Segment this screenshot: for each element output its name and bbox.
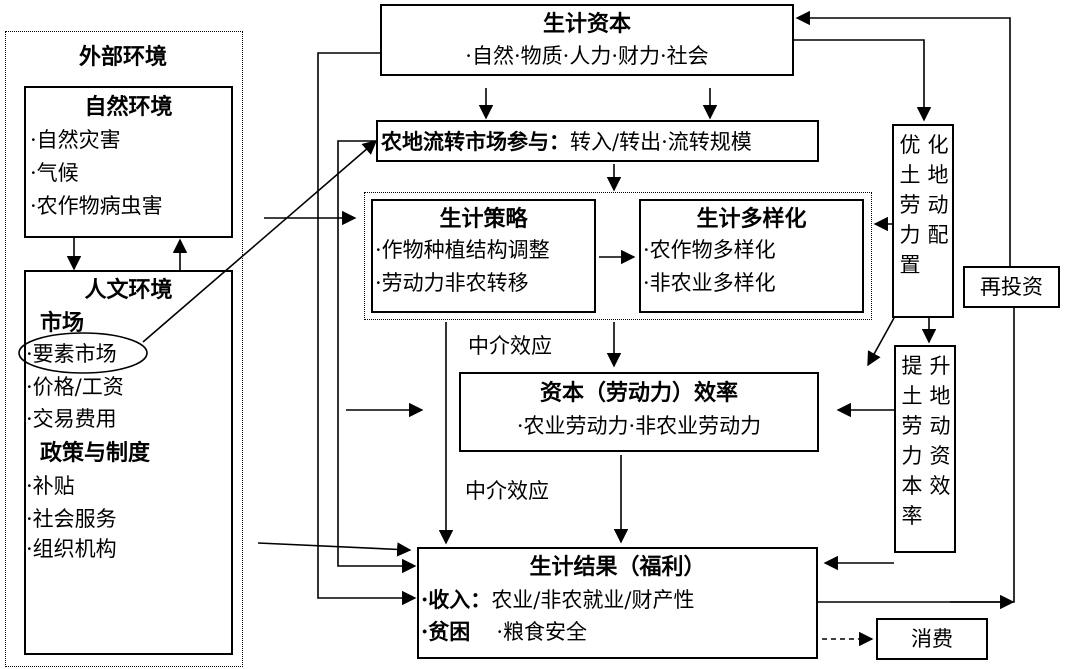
- optimize-to-efficiency-arrow: [867, 317, 895, 367]
- optimize-col-2: 化地动配: [927, 133, 949, 247]
- improve-col-1: 提土劳力本率: [901, 354, 923, 528]
- external-environment-title: 外部环境: [79, 44, 168, 70]
- reinvest-box: 再投资: [963, 266, 1060, 308]
- livelihood-diversification-title: 生计多样化: [696, 206, 807, 232]
- human-environment-box: 人文环境 市场 ·要素市场 ·价格/工资 ·交易费用 政策与制度 ·补贴 ·社会…: [24, 270, 233, 655]
- optimize-allocation-box: 优土劳力置 化地动配: [892, 124, 954, 318]
- strategy-item: ·劳动力非农转移: [375, 271, 529, 295]
- strategy-item: ·作物种植结构调整: [375, 238, 550, 262]
- food-security-item: ·粮食安全: [496, 620, 587, 644]
- market-item-factor: ·要素市场: [26, 342, 117, 366]
- consumption-box: 消费: [876, 618, 988, 660]
- policy-item: ·组织机构: [26, 537, 117, 561]
- market-item: ·价格/工资: [26, 375, 124, 399]
- policy-item: ·补贴: [26, 474, 75, 498]
- natural-item: ·气候: [30, 161, 79, 185]
- livelihood-capital-items: ·自然·物质·人力·财力·社会: [465, 44, 709, 68]
- livelihood-capital-box: 生计资本 ·自然·物质·人力·财力·社会: [380, 4, 794, 76]
- natural-environment-title: 自然环境: [84, 94, 173, 120]
- livelihood-strategy-title: 生计策略: [439, 206, 528, 232]
- livelihood-outcome-title: 生计结果（福利）: [529, 554, 706, 580]
- optimize-col-1: 优土劳力置: [899, 133, 921, 277]
- livelihood-diversification-box: 生计多样化 ·农作物多样化 ·非农业多样化: [639, 199, 864, 313]
- reinvest-label: 再投资: [980, 275, 1043, 299]
- improve-efficiency-box: 提土劳力本率 升地动资效: [894, 345, 956, 553]
- land-transfer-box: 农地流转市场参与：转入/转出·流转规模: [376, 120, 819, 162]
- improve-col-2: 升地动资效: [929, 354, 951, 498]
- policy-item: ·社会服务: [26, 507, 117, 531]
- diversification-item: ·农作物多样化: [643, 238, 776, 262]
- market-item: ·交易费用: [26, 407, 117, 431]
- human-environment-title: 人文环境: [84, 277, 173, 303]
- income-items: 农业/非农就业/财产性: [491, 588, 695, 612]
- natural-item: ·自然灾害: [30, 128, 121, 152]
- mediation-effect-label: 中介效应: [468, 334, 552, 358]
- mediation-effect-label: 中介效应: [465, 479, 549, 503]
- natural-item: ·农作物病虫害: [30, 194, 163, 218]
- external-to-outcome-arrow: [257, 542, 412, 557]
- land-transfer-items: 转入/转出·流转规模: [570, 130, 752, 154]
- income-label: ·收入：: [421, 587, 492, 612]
- consumption-label: 消费: [911, 627, 953, 651]
- natural-environment-box: 自然环境 ·自然灾害 ·气候 ·农作物病虫害: [24, 86, 233, 238]
- policy-heading: 政策与制度: [40, 440, 151, 466]
- capital-to-optimize-arrow: [794, 39, 932, 122]
- market-heading: 市场: [40, 310, 85, 336]
- livelihood-capital-title: 生计资本: [542, 11, 631, 37]
- livelihood-strategy-box: 生计策略 ·作物种植结构调整 ·劳动力非农转移: [371, 199, 596, 313]
- poverty-label: ·贫困: [421, 619, 471, 644]
- capital-efficiency-box: 资本（劳动力）效率 ·农业劳动力·非农业劳动力: [459, 372, 819, 452]
- land-transfer-title: 农地流转市场参与：: [381, 129, 570, 154]
- livelihood-outcome-box: 生计结果（福利） ·收入：农业/非农就业/财产性 ·贫困 ·粮食安全: [417, 547, 818, 659]
- diversification-item: ·非农业多样化: [643, 271, 776, 295]
- capital-efficiency-items: ·农业劳动力·非农业劳动力: [516, 414, 762, 438]
- capital-efficiency-title: 资本（劳动力）效率: [539, 380, 738, 406]
